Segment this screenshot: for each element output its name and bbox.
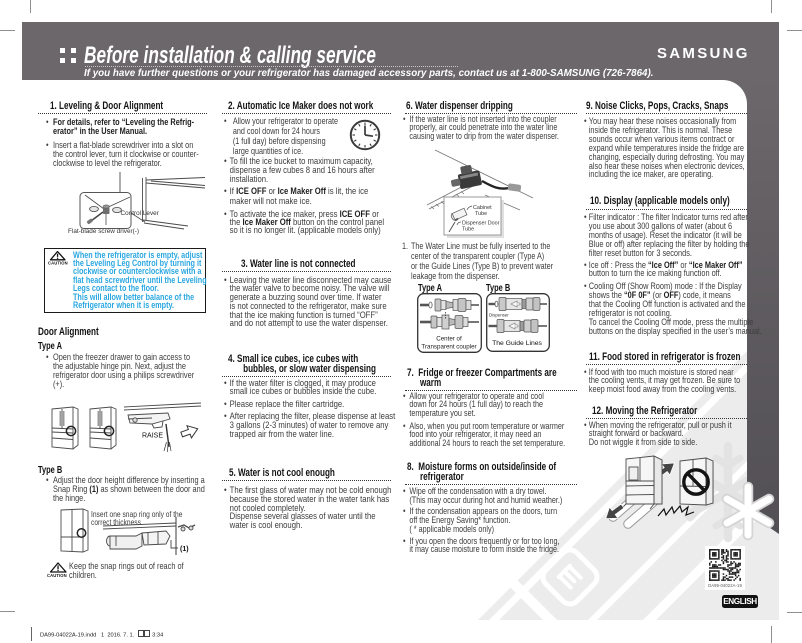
svg-text:Cabinet: Cabinet: [473, 205, 492, 211]
svg-text:(1): (1): [180, 546, 189, 553]
svg-text:Tube: Tube: [462, 227, 474, 233]
svg-text:Center of: Center of: [436, 336, 462, 343]
svg-text:CAUTION: CAUTION: [47, 573, 67, 578]
svg-text:Dispenser: Dispenser: [489, 313, 509, 318]
svg-text:Dispenser Door: Dispenser Door: [462, 221, 500, 227]
svg-text:CAUTION: CAUTION: [48, 261, 68, 266]
svg-text:Control Lever: Control Lever: [121, 210, 160, 217]
svg-text:Tube: Tube: [475, 211, 487, 217]
svg-text:Transparent coupler: Transparent coupler: [421, 344, 476, 351]
svg-text:The Guide Lines: The Guide Lines: [492, 340, 542, 347]
svg-text:RAISE: RAISE: [142, 433, 163, 440]
svg-text:Flat-blade screw driver(-): Flat-blade screw driver(-): [68, 228, 139, 235]
